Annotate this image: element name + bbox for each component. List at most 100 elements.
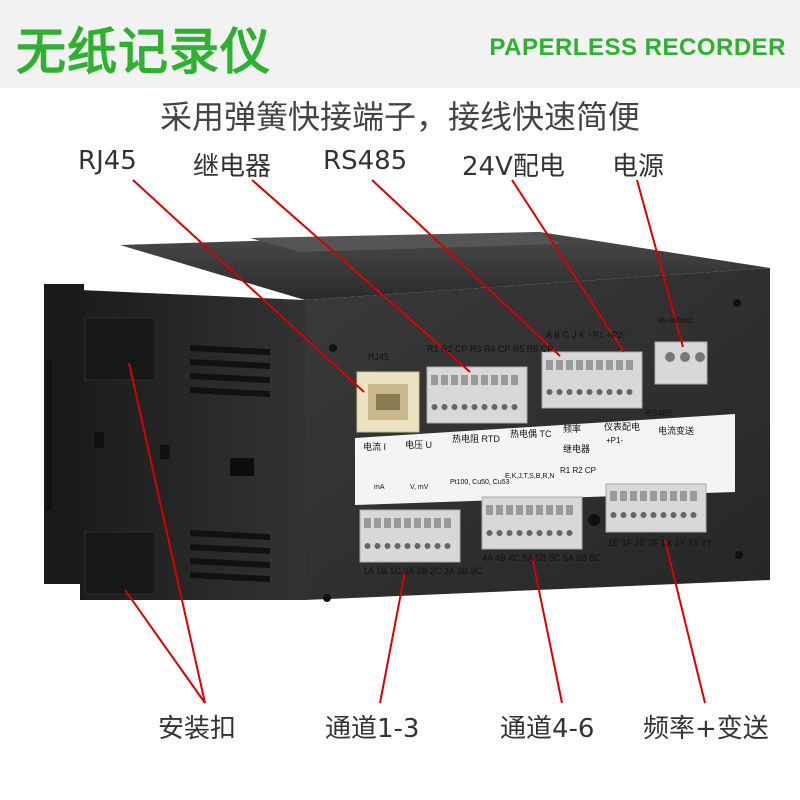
panel-rtd: 热电阻 RTD [452, 434, 500, 444]
terminal-hole [364, 543, 371, 549]
terminal-slot [364, 518, 371, 528]
terminal-slot [451, 375, 458, 385]
terminal-hole [441, 404, 448, 410]
terminal-hole [690, 512, 697, 518]
panel-freq: 频率 [563, 424, 582, 434]
panel-rs485: RS485 [645, 408, 673, 418]
terminal-hole [496, 530, 503, 536]
terminal-hole [546, 389, 553, 395]
terminal-hole [566, 389, 573, 395]
terminal-hole [511, 404, 518, 410]
terminal-slot [374, 518, 381, 528]
ch13-connector [359, 509, 461, 563]
panel-instr-power: 仪表配电 [604, 422, 641, 432]
subtitle: 采用弹簧快接端子，接线快速简便 [159, 98, 640, 136]
terminal-slot [471, 375, 478, 385]
label-ch13: 通道1-3 [325, 714, 420, 744]
terminal-slot [596, 360, 603, 370]
panel-current: 电流 I [363, 442, 387, 452]
terminal-hole [556, 389, 563, 395]
label-ch46: 通道4-6 [500, 714, 595, 744]
ch46-connector [481, 496, 583, 550]
terminal-slot [431, 375, 438, 385]
label-mount: 安装扣 [158, 714, 237, 744]
terminal-hole [616, 389, 623, 395]
terminal-slot [556, 360, 563, 370]
terminal-hole [620, 512, 627, 518]
terminal-slot [511, 375, 518, 385]
power-connector [654, 341, 708, 385]
label-relay: 继电器 [193, 152, 272, 182]
label-rs485: RS485 [323, 146, 408, 176]
terminal-hole [526, 530, 533, 536]
terminal-slot [606, 360, 613, 370]
terminal-hole [606, 389, 613, 395]
terminal-slot [481, 375, 488, 385]
label-rj45: RJ45 [78, 146, 137, 176]
terminal-hole [374, 543, 381, 549]
terminal-hole [586, 389, 593, 395]
terminal-slot [444, 518, 451, 528]
panel-relay-terms: R1 R2 CP [560, 466, 597, 475]
terminal-holes [364, 360, 697, 549]
panel-relay-header: R1 R2 CP R3 R4 CP R5 R6 CP [427, 344, 554, 354]
panel-tc-types: E,K,J,T,S,B,R,N [505, 473, 555, 480]
label-sticker [355, 414, 735, 505]
title-en: PAPERLESS RECORDER [489, 34, 786, 61]
terminal-hole [630, 512, 637, 518]
terminal-slot [586, 360, 593, 370]
terminal-hole [596, 389, 603, 395]
terminal-hole [461, 404, 468, 410]
panel-comm-header: A B G J K +P1 +P2- [546, 330, 626, 340]
terminal-slot [516, 505, 523, 515]
terminal-hole [670, 512, 677, 518]
terminal-slot [546, 360, 553, 370]
terminal-hole [481, 404, 488, 410]
panel-pt100: Pt100, Cu50, Cu53 [450, 479, 510, 486]
panel-rj45: RJ45 [368, 352, 390, 362]
terminal-slot [566, 360, 573, 370]
terminal-hole [660, 512, 667, 518]
terminal-slot [670, 491, 677, 501]
terminal-slot [441, 375, 448, 385]
terminal-hole [576, 389, 583, 395]
terminal-hole [516, 530, 523, 536]
terminal-slot [414, 518, 421, 528]
terminal-slot [394, 518, 401, 528]
terminal-slot [491, 375, 498, 385]
terminal-slot [496, 505, 503, 515]
terminal-hole [546, 530, 553, 536]
panel-power-header: 85-265VAC [658, 318, 694, 325]
terminal-hole [610, 512, 617, 518]
terminal-slot [404, 518, 411, 528]
mount-clip-top [84, 317, 156, 381]
terminal-hole [650, 512, 657, 518]
top-face [120, 232, 770, 300]
terminal-slot [576, 360, 583, 370]
terminal-hole [404, 543, 411, 549]
panel-voltage: 电压 U [405, 440, 433, 450]
panel-p1: +P1- [606, 436, 624, 445]
terminal-hole [556, 530, 563, 536]
side-vents [94, 344, 270, 583]
terminal-slot [486, 505, 493, 515]
panel-row2-bottom: 4A 4B 4C 5A 5B 5C 6A 6B 6C [482, 553, 602, 563]
terminal-hole [640, 512, 647, 518]
terminal-hole [424, 543, 431, 549]
label-freq: 频率+变送 [643, 714, 769, 744]
terminal-slot [620, 491, 627, 501]
leader-lines [124, 179, 706, 704]
terminal-hole [414, 543, 421, 549]
terminal-hole [451, 404, 458, 410]
terminal-slot [501, 375, 508, 385]
terminal-hole [491, 404, 498, 410]
terminal-slot [384, 518, 391, 528]
terminal-slot [616, 360, 623, 370]
terminal-hole [444, 543, 451, 549]
terminal-slot [434, 518, 441, 528]
title-cn: 无纸记录仪 [16, 23, 271, 81]
label-power: 电源 [612, 152, 665, 182]
terminal-hole [501, 404, 508, 410]
terminal-slot [680, 491, 687, 501]
terminal-hole [506, 530, 513, 536]
